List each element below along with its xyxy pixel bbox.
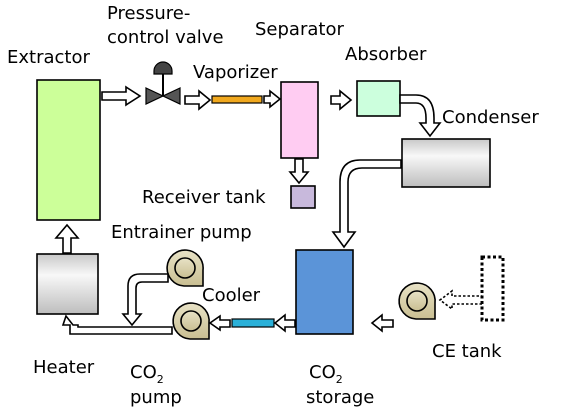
ce-pump bbox=[398, 282, 436, 320]
cooler-pipe bbox=[231, 318, 275, 328]
heater-vessel bbox=[36, 253, 99, 315]
co2-pump-label-main: CO bbox=[130, 362, 157, 383]
arrow-separator-to-receiver bbox=[288, 158, 310, 185]
arrow-separator-to-absorber bbox=[330, 89, 353, 111]
arrow-valve-to-vaporizer bbox=[184, 89, 212, 111]
ce-tank-label: CE tank bbox=[432, 341, 502, 362]
pressure-control-valve bbox=[145, 61, 181, 105]
entrainer-pump-label: Entrainer pump bbox=[111, 222, 252, 243]
arrow-cooler-to-pump bbox=[208, 314, 231, 332]
pressure-valve-label-line1: Pressure- bbox=[107, 3, 190, 24]
co2-storage-vessel bbox=[295, 249, 354, 335]
co2-pump-label-line2: pump bbox=[130, 387, 182, 408]
co2-storage-label: CO2 bbox=[309, 362, 343, 386]
cooler-label: Cooler bbox=[202, 285, 261, 306]
arrow-storage-to-cooler bbox=[273, 313, 296, 333]
arrow-ce-tank-to-pump bbox=[438, 289, 489, 311]
receiver-tank bbox=[290, 185, 316, 209]
co2-pump bbox=[172, 302, 210, 340]
absorber-vessel bbox=[356, 80, 401, 117]
ce-tank bbox=[480, 255, 505, 322]
condenser-label: Condenser bbox=[442, 107, 539, 128]
arrow-condenser-to-storage bbox=[331, 159, 402, 249]
separator-vessel bbox=[280, 81, 319, 159]
entrainer-pump bbox=[166, 249, 204, 287]
co2-storage-label-line2: storage bbox=[306, 387, 374, 408]
absorber-label: Absorber bbox=[345, 44, 427, 65]
co2-storage-label-main: CO bbox=[309, 362, 336, 383]
heater-label: Heater bbox=[33, 357, 95, 378]
receiver-tank-label: Receiver tank bbox=[142, 187, 266, 208]
arrow-absorber-to-condenser bbox=[399, 94, 442, 138]
arrow-vaporizer-to-separator bbox=[263, 89, 282, 109]
separator-label: Separator bbox=[255, 19, 344, 40]
extractor-label: Extractor bbox=[7, 47, 90, 68]
co2-storage-label-sub: 2 bbox=[336, 373, 343, 386]
vaporizer-label: Vaporizer bbox=[193, 62, 278, 83]
co2-pump-label-sub: 2 bbox=[157, 373, 164, 386]
arrow-ce-pump-to-storage bbox=[370, 313, 394, 333]
vaporizer-pipe bbox=[211, 95, 263, 104]
condenser-vessel bbox=[401, 138, 491, 188]
arrow-heater-to-extractor bbox=[54, 223, 80, 254]
co2-pump-label: CO2 bbox=[130, 362, 164, 386]
arrow-extractor-to-valve bbox=[101, 85, 142, 107]
line-pump-to-heater bbox=[61, 314, 173, 335]
line-entrainer-to-pump bbox=[121, 273, 169, 327]
pressure-valve-label-line2: control valve bbox=[107, 27, 224, 48]
extractor-vessel bbox=[36, 79, 101, 221]
